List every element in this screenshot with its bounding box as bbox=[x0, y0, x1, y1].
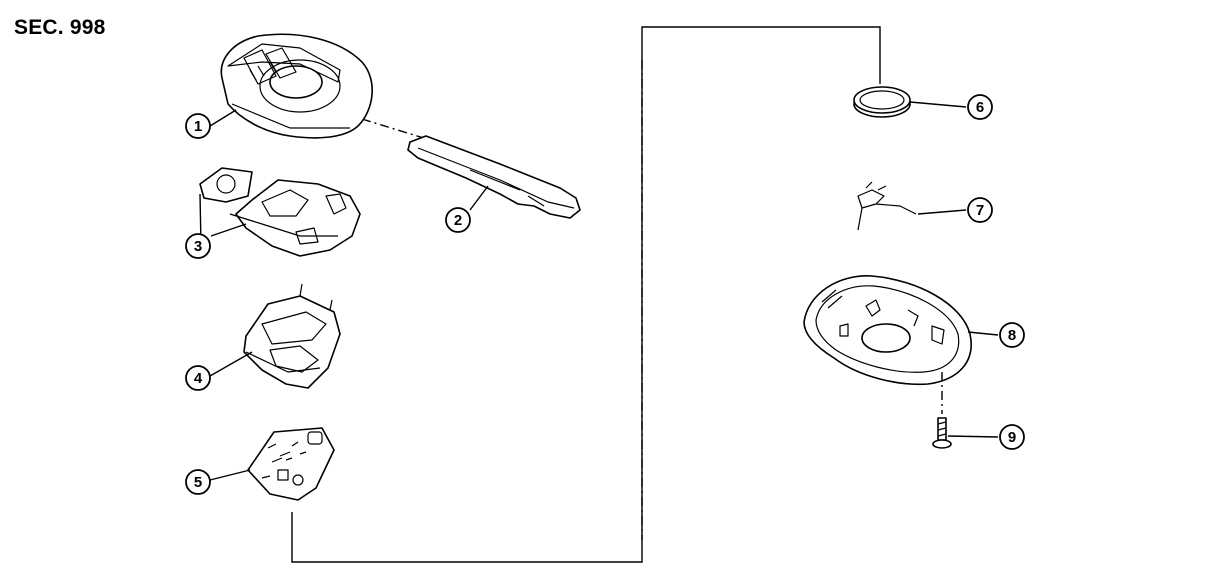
callout-6: 6 bbox=[967, 94, 993, 120]
callout-3: 3 bbox=[185, 233, 211, 259]
case-screw bbox=[932, 372, 952, 449]
leader-8 bbox=[967, 331, 999, 336]
callout-1: 1 bbox=[185, 113, 211, 139]
key-head-cover bbox=[220, 33, 373, 139]
callout-5: 5 bbox=[185, 469, 211, 495]
assembly-bracket-line bbox=[291, 26, 881, 563]
callout-6-label: 6 bbox=[976, 99, 984, 116]
leader-2 bbox=[469, 185, 489, 211]
callout-8: 8 bbox=[999, 322, 1025, 348]
leader-5 bbox=[209, 469, 251, 481]
callout-2-label: 2 bbox=[454, 212, 462, 229]
leader-6 bbox=[909, 101, 967, 108]
leader-4 bbox=[209, 351, 253, 377]
callout-2: 2 bbox=[445, 207, 471, 233]
callout-9: 9 bbox=[999, 424, 1025, 450]
circuit-board bbox=[247, 427, 335, 501]
switch-frame bbox=[243, 283, 341, 389]
callout-3-label: 3 bbox=[194, 238, 202, 255]
callout-8-label: 8 bbox=[1008, 327, 1016, 344]
button-rubber-pad bbox=[199, 167, 361, 257]
callout-9-label: 9 bbox=[1008, 429, 1016, 446]
callout-4-label: 4 bbox=[194, 370, 203, 387]
leader-9 bbox=[947, 435, 999, 438]
callout-5-label: 5 bbox=[194, 474, 202, 491]
section-title: SEC. 998 bbox=[14, 16, 106, 39]
key-blade bbox=[407, 135, 581, 219]
blade-alignment-line bbox=[361, 118, 431, 141]
callout-7: 7 bbox=[967, 197, 993, 223]
callout-1-label: 1 bbox=[194, 118, 202, 135]
leader-1 bbox=[209, 109, 237, 127]
battery-terminal bbox=[857, 181, 917, 231]
lower-case bbox=[803, 275, 972, 386]
callout-7-label: 7 bbox=[976, 202, 984, 219]
leader-7 bbox=[917, 209, 967, 215]
callout-4: 4 bbox=[185, 365, 211, 391]
coin-battery bbox=[853, 86, 911, 118]
